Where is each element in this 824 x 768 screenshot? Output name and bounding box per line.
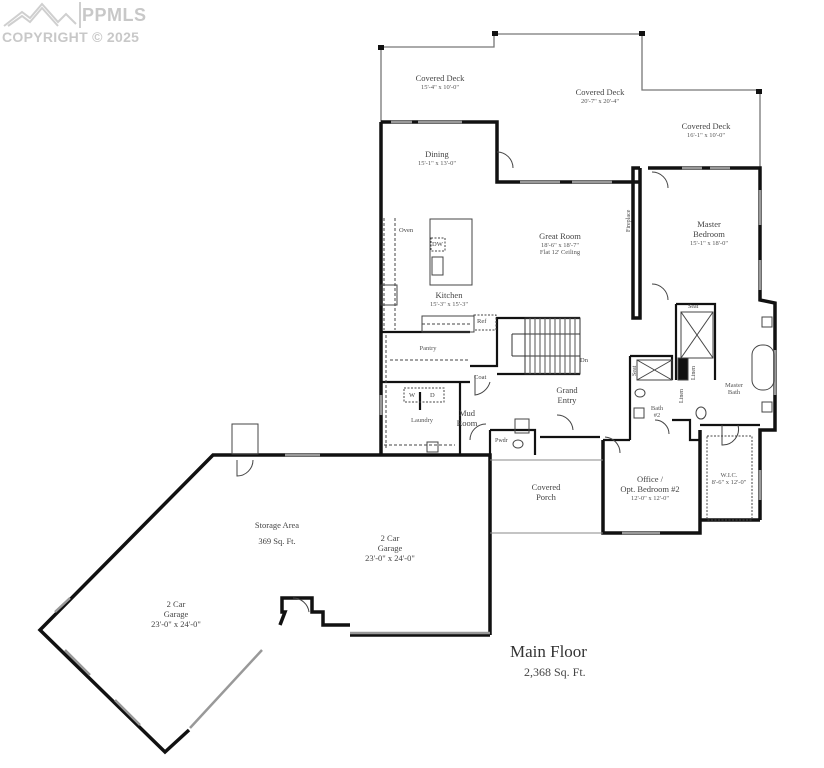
windows (54, 120, 777, 729)
room-name: Grand (556, 385, 578, 395)
stairs-down-label: Dn (580, 357, 588, 364)
room-garage-right: 2 Car Garage 23'-0" x 24'-0" (365, 533, 415, 563)
deck-posts (378, 31, 762, 94)
porch-outline (490, 459, 603, 534)
washer-label: W (409, 392, 416, 399)
room-name: Garage (377, 542, 403, 553)
room-name: Covered Deck (575, 87, 625, 97)
room-name: Bath (727, 389, 741, 397)
room-mud-room: Mud Room (456, 408, 478, 429)
watermark-mountains-icon (3, 2, 81, 28)
room-wic: W.I.C. 8'-6" x 12'-0" (712, 472, 747, 487)
room-covered-deck-center: Covered Deck 20'-7" x 20'-4" (575, 87, 625, 105)
dryer-label: D (430, 392, 435, 399)
room-dimensions: 16'-1" x 10'-0" (687, 131, 725, 139)
dishwasher-label: DW (432, 241, 443, 248)
room-name: Master (697, 219, 721, 229)
room-name: Covered Deck (681, 121, 731, 131)
room-pantry: Pantry (420, 345, 437, 352)
room-great-room: Great Room 18'-6" x 18'-7" Flat 12' Ceil… (539, 231, 581, 257)
room-kitchen: Kitchen 15'-3" x 15'-3" (430, 290, 468, 308)
room-name: Porch (536, 491, 556, 502)
room-bath-2: Bath #2 (651, 405, 663, 420)
room-note: Flat 12' Ceiling (539, 249, 581, 257)
interior-walls (381, 302, 760, 455)
room-master-bath: Master Bath (725, 382, 743, 397)
room-dimensions: 12'-0" x 12'-0" (631, 494, 669, 502)
room-name: Opt. Bedroom #2 (620, 483, 680, 494)
refrigerator-label: Ref (477, 318, 487, 325)
room-covered-deck-right: Covered Deck 16'-1" x 10'-0" (681, 121, 731, 139)
coat-closet-label: Coat (474, 374, 487, 381)
plan-total-area: 2,368 Sq. Ft. (524, 665, 586, 679)
room-name: Bedroom (693, 228, 725, 239)
plan-title: Main Floor (510, 642, 587, 661)
room-area: 369 Sq. Ft. (258, 535, 296, 546)
room-name: Great Room (539, 231, 581, 241)
room-name: Garage (163, 608, 189, 619)
room-name: Room (456, 417, 478, 428)
room-name: Kitchen (435, 290, 463, 300)
room-name: Mud (458, 408, 476, 418)
staircase (511, 317, 581, 375)
room-name: 2 Car (166, 599, 186, 609)
exterior-walls (37, 120, 777, 755)
room-master-bedroom: Master Bedroom 15'-1" x 18'-0" (690, 219, 728, 247)
watermark-copyright: COPYRIGHT © 2025 (2, 29, 140, 45)
seat-master-label: Seat (688, 304, 699, 310)
room-dimensions: 23'-0" x 24'-0" (151, 618, 201, 629)
watermark-brand: PPMLS (82, 5, 147, 25)
room-name: Master (724, 382, 744, 389)
bath-fixtures (512, 311, 775, 521)
doors (236, 151, 739, 613)
room-covered-porch: Covered Porch (531, 482, 561, 503)
linen-closet-label: Linen (691, 366, 697, 380)
room-name: Dining (425, 149, 449, 159)
room-covered-deck-left: Covered Deck 15'-4" x 10'-0" (415, 73, 465, 91)
room-dimensions: 15'-1" x 13'-0" (418, 159, 456, 167)
room-name: Entry (557, 394, 577, 405)
room-dimensions: 8'-6" x 12'-0" (711, 479, 747, 487)
room-storage-area: Storage Area 369 Sq. Ft. (254, 520, 300, 547)
room-name: 2 Car (380, 533, 400, 543)
room-office: Office / Opt. Bedroom #2 12'-0" x 12'-0" (620, 474, 680, 502)
room-dimensions: 15'-3" x 15'-3" (430, 300, 468, 308)
oven-label: Oven (399, 227, 414, 234)
room-name: Covered Deck (415, 73, 465, 83)
room-dimensions: 15'-4" x 10'-0" (421, 83, 459, 91)
fireplace-label: Fireplace (626, 209, 632, 232)
room-name: Laundry (410, 417, 434, 424)
room-name: #2 (653, 412, 661, 420)
linen-closet-label-2: Linen (679, 389, 685, 403)
powder-room-label: Pwdr (495, 438, 508, 444)
room-name: Covered (531, 482, 561, 492)
room-dimensions: 23'-0" x 24'-0" (365, 552, 415, 563)
room-grand-entry: Grand Entry (556, 385, 578, 406)
room-dimensions: 18'-6" x 18'-7" (541, 241, 579, 249)
covered-deck-outline (380, 33, 761, 168)
room-name: Bath (650, 405, 664, 412)
room-laundry: Laundry (411, 417, 433, 424)
seat-bath2-label: Seat (632, 365, 638, 376)
room-dimensions: 20'-7" x 20'-4" (581, 97, 619, 105)
room-name: Office / (636, 474, 664, 484)
room-dimensions: 15'-1" x 18'-0" (690, 239, 728, 247)
room-garage-left: 2 Car Garage 23'-0" x 24'-0" (151, 599, 201, 629)
exterior-closet (231, 423, 259, 455)
room-name: Pantry (419, 345, 437, 352)
room-dining: Dining 15'-1" x 13'-0" (418, 149, 456, 167)
kitchen-fixtures (380, 218, 497, 453)
room-name: Storage Area (254, 520, 300, 530)
room-name: W.I.C. (720, 472, 738, 479)
